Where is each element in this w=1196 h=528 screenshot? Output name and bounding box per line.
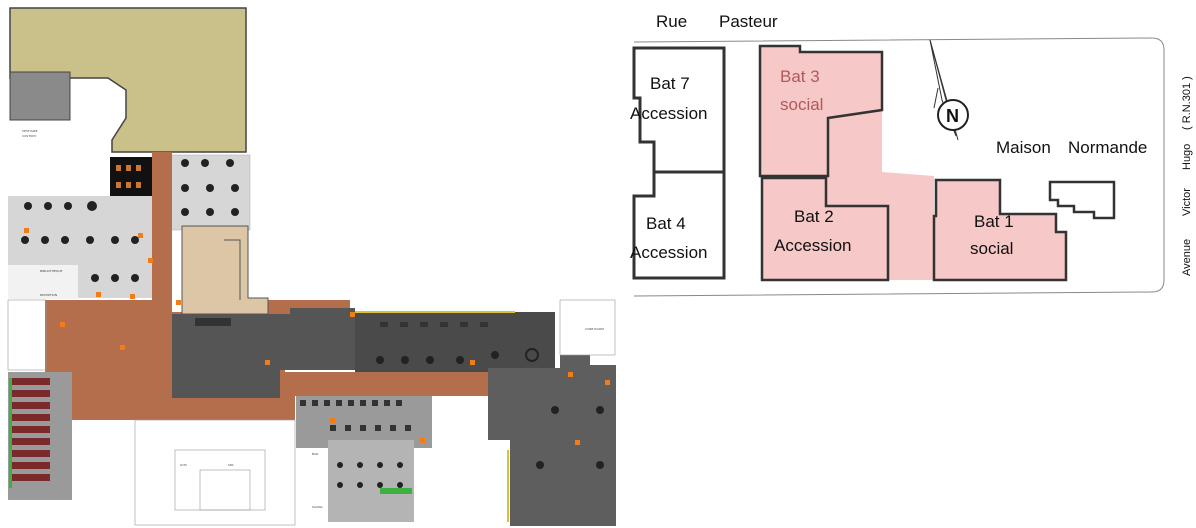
building-bat1 [932,178,1068,282]
avenue-label: Avenue [1181,239,1193,276]
maison-word2: Normande [1068,138,1147,157]
dark-gym-center [355,312,555,372]
floor-label-6: SPA [228,463,235,467]
floor-label-9: CORE ROOM [585,327,604,331]
bat7-title: Bat 7 [650,74,690,93]
street-label-rue: Rue [656,12,687,31]
compass-north-letter: N [946,106,959,126]
building-maison-normande [1048,180,1116,220]
floor-label-1: VESTIAIRE [22,129,38,133]
white-strip-left [8,265,78,299]
site-plan: Rue Pasteur Bat 7 Accession Bat 4 Access… [630,12,1193,297]
gray-storage-zone [9,71,71,121]
brick-corridor [45,152,490,420]
floor-label-3: BIBLIOTHÈQUE [40,268,62,273]
floor-label-4: RECEPTION [40,293,57,297]
bat3-title: Bat 3 [780,67,820,86]
floor-label-7: BAR [312,452,318,456]
mid-gray-room-lower [328,440,414,522]
building-bat2 [760,176,890,282]
parcel-outline [633,37,1165,297]
lower-room-outlines [7,299,616,526]
pink-connector [826,110,934,280]
bat1-type: social [970,239,1013,258]
locker-rows [9,378,50,488]
bat2-type: Accession [774,236,851,255]
orange-accents [24,228,610,445]
floor-label-2: CUSTODY [22,134,37,138]
building-bat3 [758,44,884,178]
dark-gym-floor [172,308,355,398]
street-label-pasteur: Pasteur [719,12,778,31]
right-gym-floor [488,355,616,526]
bat7-type: Accession [630,104,707,123]
equipment-rows [195,318,488,431]
bat1-title: Bat 1 [974,212,1014,231]
building-bat4 [632,170,726,280]
building-bat7 [632,46,726,174]
bat2-title: Bat 2 [794,207,834,226]
floor-label-5: GYM [180,463,187,467]
floor-label-8: SAUNA [312,505,323,509]
maison-word1: Maison [996,138,1051,157]
light-gray-room-top [169,154,251,231]
bat3-type: social [780,95,823,114]
bat4-type: Accession [630,243,707,262]
equipment-symbols-dark [21,159,604,488]
victor-label: Victor [1181,188,1193,216]
hugo-label: Hugo [1181,144,1193,170]
compass-icon: N [929,39,969,141]
floor-plan: VESTIAIRE CUSTODY BIBLIOTHÈQUE RECEPTION [7,7,616,526]
bat4-title: Bat 4 [646,214,686,233]
route-label: ( R.N.301 ) [1181,76,1193,130]
